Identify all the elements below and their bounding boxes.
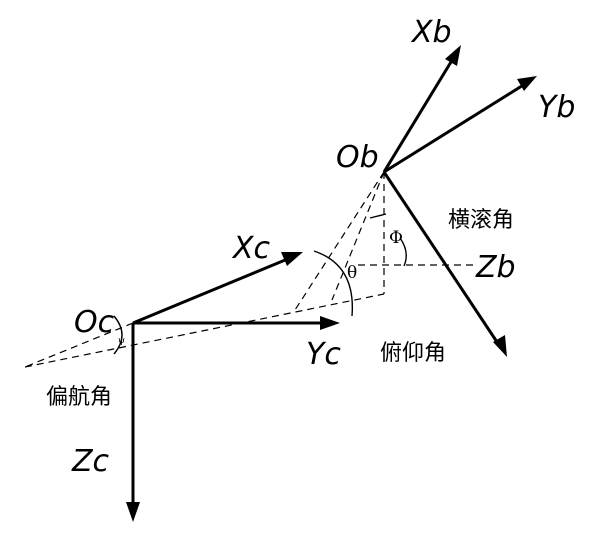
xc-axis bbox=[132, 256, 291, 325]
xb-arrowhead bbox=[445, 45, 461, 66]
label-yc: Yc bbox=[306, 337, 341, 372]
symbol-pitch: θ bbox=[347, 263, 357, 283]
construction-lines bbox=[24, 171, 476, 368]
roll-arc bbox=[399, 237, 407, 267]
angle-labels: 偏航角 ψ 俯仰角 θ 横滚角 Φ bbox=[46, 208, 514, 410]
zb-axis bbox=[382, 171, 501, 346]
zb-arrowhead bbox=[493, 335, 507, 357]
pitch-arc bbox=[313, 250, 354, 317]
label-roll-angle: 横滚角 bbox=[448, 208, 514, 233]
label-oc: Oc bbox=[74, 305, 115, 340]
dash-ob-to-xc-projection bbox=[294, 171, 385, 311]
camera-frame-axes bbox=[126, 252, 340, 522]
yc-arrowhead bbox=[320, 316, 340, 330]
label-xc: Xc bbox=[231, 231, 271, 266]
xc-arrowhead bbox=[281, 252, 303, 266]
body-frame-axes bbox=[382, 45, 537, 357]
label-yaw-angle: 偏航角 bbox=[46, 385, 112, 410]
yb-axis bbox=[383, 82, 526, 174]
dash-ob-to-lower-projection bbox=[331, 171, 385, 301]
yb-arrowhead bbox=[517, 76, 537, 91]
roll-arc-vertical bbox=[369, 213, 387, 219]
label-xb: Xb bbox=[410, 15, 452, 50]
label-yb: Yb bbox=[538, 90, 575, 125]
yaw-arc bbox=[113, 315, 123, 355]
dash-oc-extension-left bbox=[24, 322, 134, 368]
label-ob: Ob bbox=[336, 140, 379, 175]
symbol-roll: Φ bbox=[389, 228, 403, 248]
axis-labels: Oc Xc Yc Zc Ob Xb Yb Zb bbox=[71, 15, 575, 479]
symbol-yaw: ψ bbox=[118, 336, 125, 346]
label-pitch-angle: 俯仰角 bbox=[380, 341, 446, 366]
angle-arcs bbox=[113, 213, 407, 355]
xb-axis bbox=[382, 56, 456, 173]
dash-projection-line-lower bbox=[24, 293, 385, 368]
label-zc: Zc bbox=[71, 444, 110, 479]
zc-arrowhead bbox=[126, 502, 140, 522]
label-zb: Zb bbox=[475, 250, 516, 285]
